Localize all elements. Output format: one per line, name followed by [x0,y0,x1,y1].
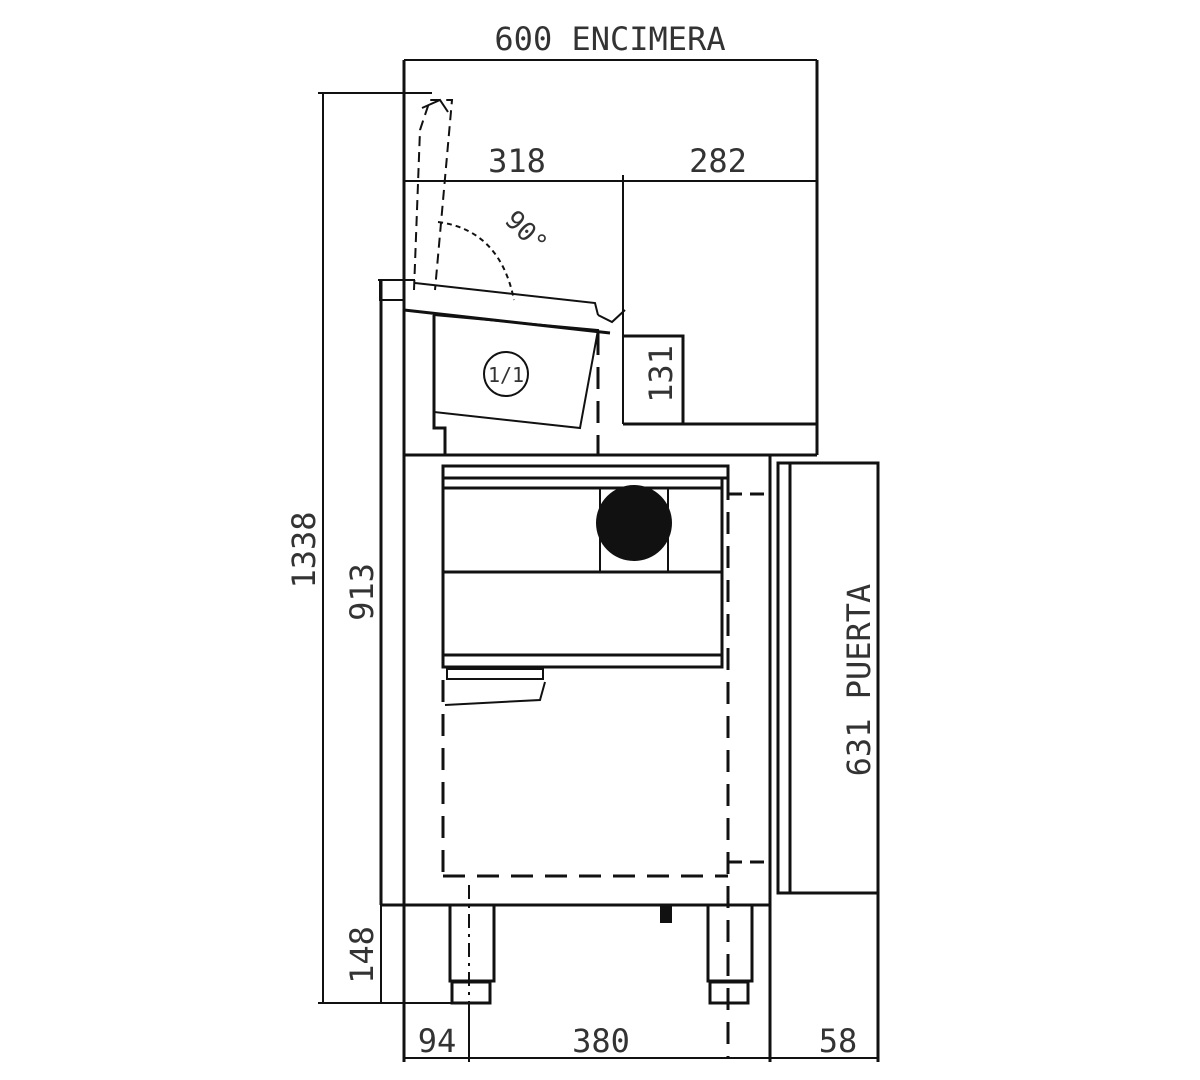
left-section-label: 318 [488,142,546,180]
door-outline [776,461,880,1062]
pan-well [379,279,626,455]
right-section-label: 282 [689,142,747,180]
front-offset-label: 94 [418,1022,457,1060]
leg-front [448,885,496,1060]
body-height-label: 913 [343,563,381,621]
cabinet-body [380,453,817,1062]
height-dimensions [322,93,382,1003]
bottom-dimension [404,1003,878,1062]
fan-icon [596,485,672,561]
pan-size-label: 1/1 [488,363,524,387]
door-depth-label: 58 [819,1022,858,1060]
step-box [623,334,817,426]
leg-height-label: 148 [343,926,381,984]
countertop-dimension [404,59,817,424]
leg-spacing-label: 380 [572,1022,630,1060]
leg-rear [706,903,754,1005]
lid-angle-label: 90° [498,205,552,259]
total-height-label: 1338 [285,511,323,588]
door-height-label: 631 PUERTA [840,584,878,777]
extension-lines [318,60,819,1062]
step-height-label: 131 [642,345,680,403]
countertop-width-label: 600 ENCIMERA [494,20,725,58]
lid-open-outline [413,98,515,301]
